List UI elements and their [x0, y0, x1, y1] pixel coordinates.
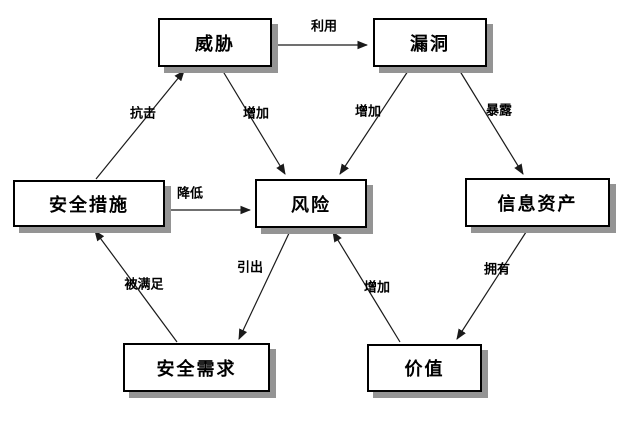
edge-increase-vuln-line: [339, 67, 411, 175]
edge-label-leadto: 引出: [236, 260, 264, 276]
node-security-requirements: 安全需求: [123, 343, 270, 392]
edge-label-reduce: 降低: [176, 186, 204, 202]
node-threat: 威胁: [158, 18, 272, 67]
node-safeguards: 安全措施: [13, 180, 165, 227]
edge-label-increase-value: 增加: [363, 280, 391, 296]
edge-satisfied-line: [94, 230, 178, 343]
edge-label-resist: 抗击: [129, 106, 157, 122]
edge-label-increase-threat: 增加: [242, 106, 270, 122]
edge-increase-threat-line: [220, 67, 286, 175]
node-vulnerability: 漏洞: [373, 18, 487, 67]
node-information-assets: 信息资产: [465, 178, 610, 227]
edge-label-expose: 暴露: [485, 103, 513, 119]
edge-label-exploit: 利用: [310, 19, 338, 35]
edge-label-satisfied: 被满足: [124, 277, 164, 293]
edge-resist-line: [95, 70, 185, 180]
edge-leadto-line: [238, 228, 292, 340]
node-value: 价值: [367, 344, 482, 392]
node-risk: 风险: [255, 179, 367, 228]
edge-label-increase-vuln: 增加: [354, 104, 382, 120]
edge-increase-value-line: [332, 231, 401, 343]
edge-own-line: [456, 228, 529, 340]
edge-label-own: 拥有: [483, 262, 511, 278]
edge-expose-line: [457, 67, 524, 175]
